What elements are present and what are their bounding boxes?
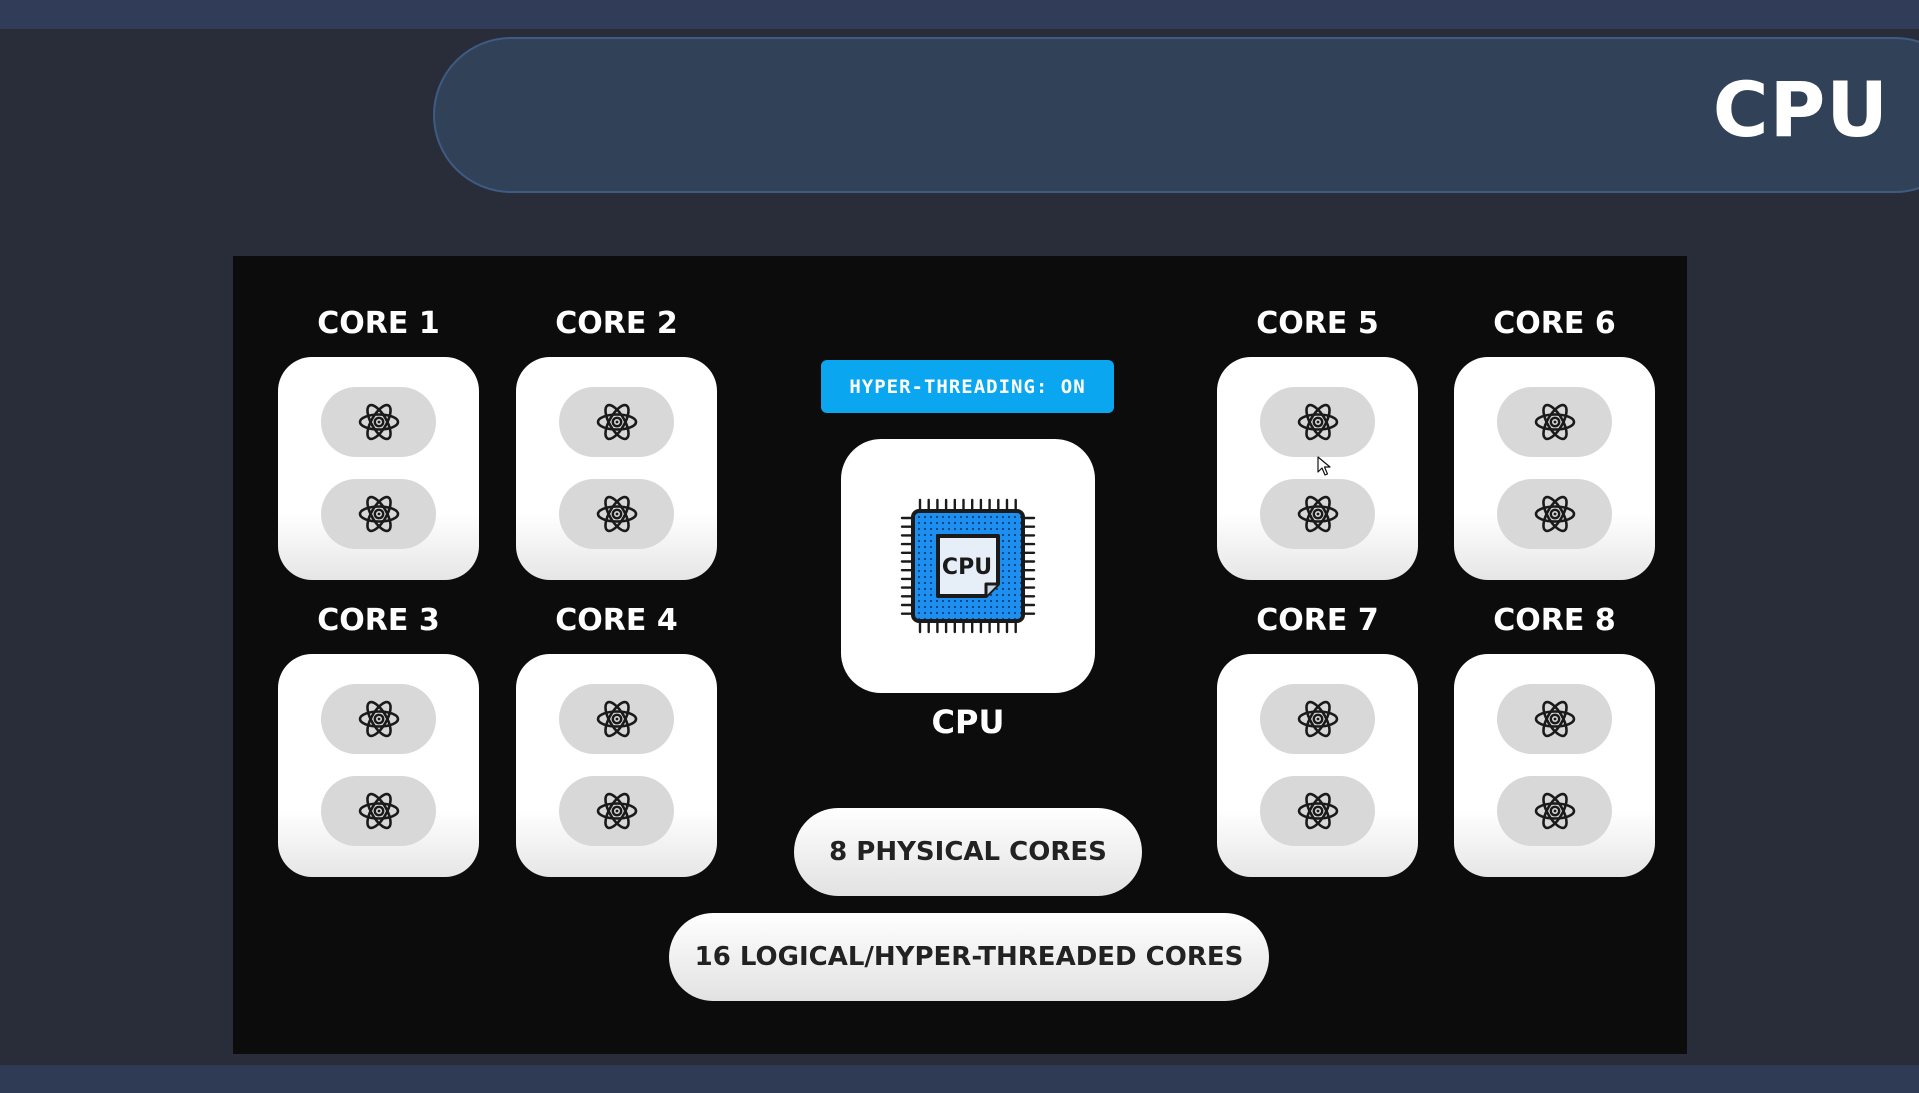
core-6-label: CORE 6 bbox=[1493, 306, 1616, 341]
core-6-thread-1 bbox=[1497, 387, 1612, 457]
core-7-thread-2 bbox=[1260, 776, 1375, 846]
diagram-canvas: CORE 1 CORE 2 CORE 3 CORE 4 CORE 5 CORE … bbox=[233, 256, 1687, 1054]
core-7-thread-1 bbox=[1260, 684, 1375, 754]
core-2-card bbox=[516, 357, 717, 580]
core-2-thread-1 bbox=[559, 387, 674, 457]
logical-cores-pill: 16 LOGICAL/HYPER-THREADED CORES bbox=[669, 913, 1269, 1001]
core-5-thread-2 bbox=[1260, 479, 1375, 549]
core-8-thread-2 bbox=[1497, 776, 1612, 846]
cpu-chip-text: CPU bbox=[942, 555, 992, 580]
core-1-thread-1 bbox=[321, 387, 436, 457]
core-6-card bbox=[1454, 357, 1655, 580]
core-5-label: CORE 5 bbox=[1256, 306, 1379, 341]
atom-icon bbox=[358, 700, 399, 738]
mouse-cursor-icon bbox=[1317, 456, 1331, 476]
atom-icon bbox=[358, 792, 399, 830]
core-4-thread-2 bbox=[559, 776, 674, 846]
core-8-label: CORE 8 bbox=[1493, 603, 1616, 638]
core-4-label: CORE 4 bbox=[555, 603, 678, 638]
cpu-chip-icon: CPU bbox=[900, 498, 1036, 634]
atom-icon bbox=[596, 792, 637, 830]
atom-icon bbox=[1297, 792, 1338, 830]
core-3-card bbox=[278, 654, 479, 877]
core-4-thread-1 bbox=[559, 684, 674, 754]
core-8-thread-1 bbox=[1497, 684, 1612, 754]
atom-icon bbox=[1534, 792, 1575, 830]
core-2-thread-2 bbox=[559, 479, 674, 549]
core-7-label: CORE 7 bbox=[1256, 603, 1379, 638]
top-bar bbox=[0, 0, 1919, 29]
core-4-card bbox=[516, 654, 717, 877]
core-1-label: CORE 1 bbox=[317, 306, 440, 341]
atom-icon bbox=[358, 495, 399, 533]
atom-icon bbox=[596, 403, 637, 441]
core-3-label: CORE 3 bbox=[317, 603, 440, 638]
core-1-thread-2 bbox=[321, 479, 436, 549]
atom-icon bbox=[596, 495, 637, 533]
atom-icon bbox=[1534, 403, 1575, 441]
core-8-card bbox=[1454, 654, 1655, 877]
core-3-thread-1 bbox=[321, 684, 436, 754]
atom-icon bbox=[1534, 700, 1575, 738]
atom-icon bbox=[1534, 495, 1575, 533]
bottom-bar bbox=[0, 1065, 1919, 1093]
core-5-thread-1 bbox=[1260, 387, 1375, 457]
hyperthreading-badge: HYPER-THREADING: ON bbox=[821, 360, 1114, 413]
physical-cores-pill: 8 PHYSICAL CORES bbox=[794, 808, 1142, 896]
title-banner bbox=[433, 37, 1919, 193]
core-5-card bbox=[1217, 357, 1418, 580]
core-1-card bbox=[278, 357, 479, 580]
atom-icon bbox=[1297, 495, 1338, 533]
atom-icon bbox=[1297, 700, 1338, 738]
cpu-card: CPU bbox=[841, 439, 1095, 693]
cpu-label: CPU bbox=[931, 703, 1005, 741]
core-7-card bbox=[1217, 654, 1418, 877]
core-6-thread-2 bbox=[1497, 479, 1612, 549]
atom-icon bbox=[1297, 403, 1338, 441]
core-2-label: CORE 2 bbox=[555, 306, 678, 341]
atom-icon bbox=[596, 700, 637, 738]
atom-icon bbox=[358, 403, 399, 441]
page-title: CPU bbox=[1712, 65, 1889, 154]
core-3-thread-2 bbox=[321, 776, 436, 846]
